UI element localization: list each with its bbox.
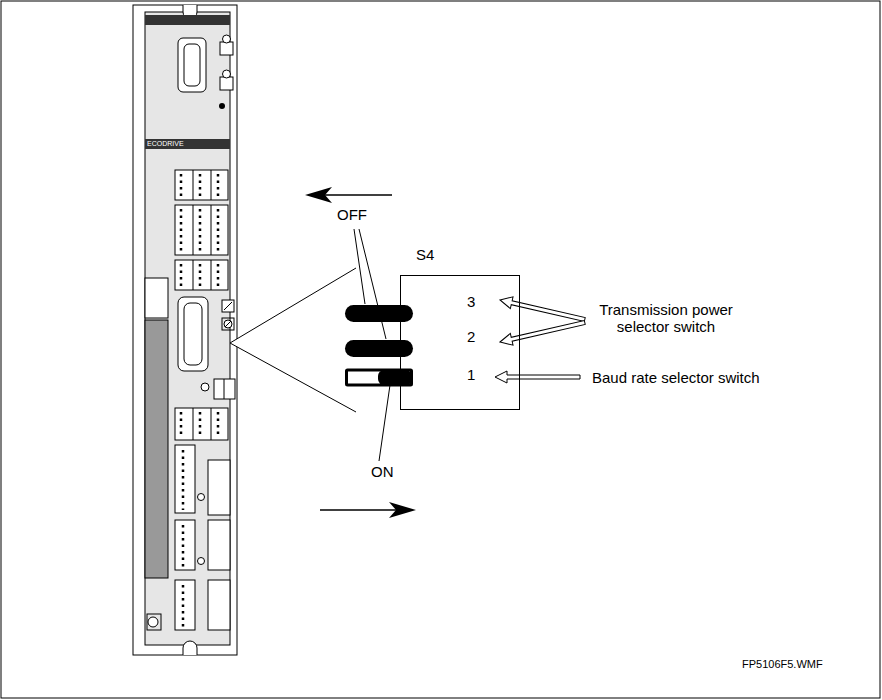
figure-id: FP5106F5.WMF [742, 656, 823, 673]
pointer-arrow [495, 294, 586, 383]
switch-number: 2 [467, 328, 475, 345]
switch-label: OFF [337, 206, 367, 223]
switch-name: S4 [416, 246, 434, 263]
callout-text: Transmission power selector switch [590, 301, 742, 335]
switch-number: 3 [467, 293, 475, 310]
switch-number: 1 [467, 366, 475, 383]
switch-box: S4321 [400, 275, 520, 410]
brand-label: ECODRIVE [147, 140, 184, 148]
drive-unit [133, 5, 237, 655]
callout-text: Baud rate selector switch [592, 369, 760, 386]
switch-label: ON [371, 463, 394, 480]
